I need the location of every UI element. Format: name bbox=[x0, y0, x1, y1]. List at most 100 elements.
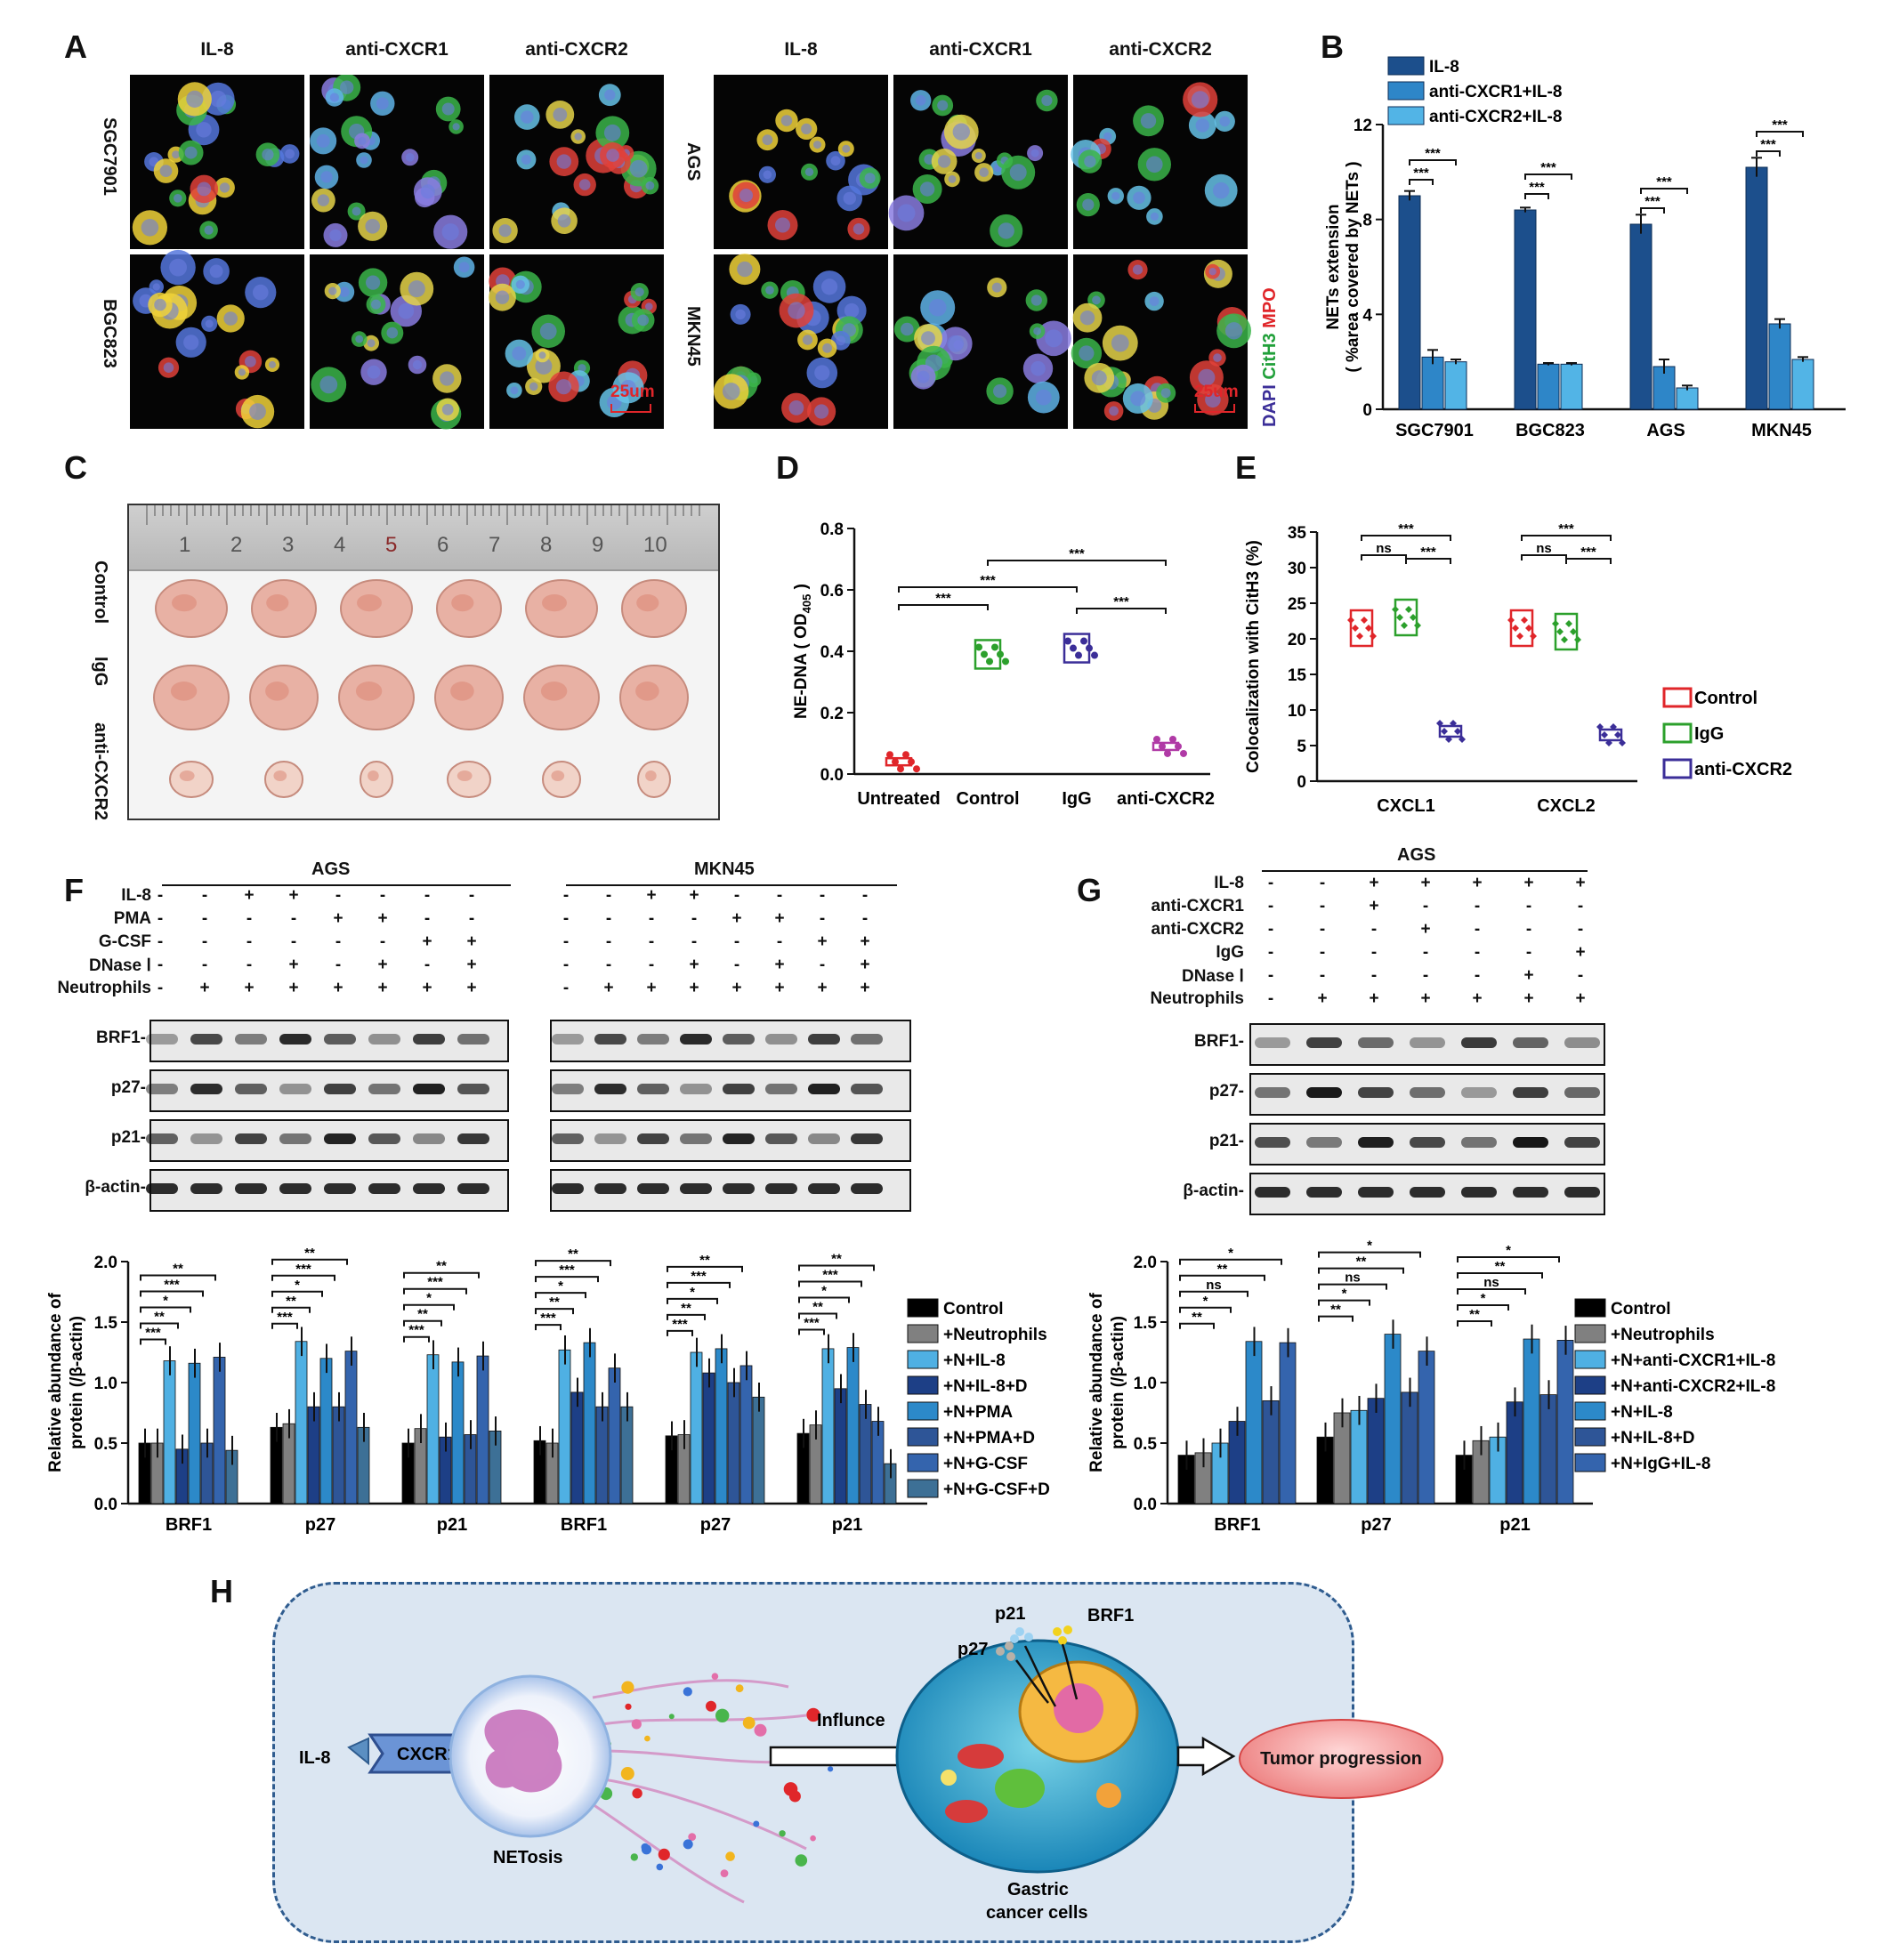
condition-symbol: - bbox=[201, 909, 208, 928]
chart-b-bar bbox=[1768, 323, 1791, 410]
cell-nucleus bbox=[339, 286, 350, 297]
condition-symbol: + bbox=[817, 932, 828, 951]
blot-band bbox=[765, 1034, 797, 1045]
chart-e-point bbox=[1574, 636, 1581, 643]
chart-g-bar bbox=[1401, 1391, 1418, 1504]
cell-nucleus bbox=[183, 335, 199, 351]
condition-symbol: + bbox=[288, 956, 299, 974]
chart-e-legend-swatch bbox=[1662, 722, 1693, 744]
condition-symbol: - bbox=[157, 956, 164, 974]
chart-d: 0.00.20.40.60.8NE-DNA ( OD405 )Untreated… bbox=[792, 520, 1215, 809]
condition-symbol: - bbox=[691, 932, 698, 951]
cell-nucleus bbox=[238, 368, 246, 376]
blot-band bbox=[637, 1034, 669, 1045]
blot-strip bbox=[550, 1119, 911, 1162]
chart-f-sig-label: * bbox=[426, 1291, 432, 1306]
chart-e-point bbox=[1552, 620, 1559, 627]
blot-band bbox=[324, 1034, 356, 1045]
p21-molecules-icon bbox=[1010, 1627, 1033, 1643]
condition-symbol: - bbox=[776, 886, 783, 905]
cell-nucleus bbox=[629, 159, 648, 178]
chart-d-sig-label: *** bbox=[935, 591, 951, 606]
blot-band bbox=[1306, 1087, 1342, 1098]
chart-f-bar bbox=[163, 1360, 176, 1504]
chart-b-bar bbox=[1514, 209, 1537, 410]
condition-symbol: + bbox=[1472, 989, 1483, 1008]
chart-f-legend-swatch bbox=[907, 1401, 939, 1421]
condition-symbol: - bbox=[648, 932, 655, 951]
chart-d-point bbox=[886, 751, 893, 759]
chart-e-sig bbox=[1361, 535, 1451, 541]
chart-g-sig bbox=[1457, 1256, 1560, 1263]
chart-f-bar bbox=[213, 1357, 226, 1504]
condition-symbol: + bbox=[1420, 874, 1431, 892]
condition-symbol: + bbox=[646, 979, 657, 997]
chart-e-point bbox=[1561, 636, 1568, 643]
chart-f-bar bbox=[295, 1341, 308, 1504]
net-granule bbox=[806, 1707, 820, 1722]
condition-symbol: - bbox=[290, 909, 297, 928]
chart-f-bar bbox=[739, 1365, 753, 1504]
cell-nucleus bbox=[398, 302, 415, 319]
cell-nucleus bbox=[386, 327, 399, 339]
cells-label-line2: cancer cells bbox=[986, 1903, 1088, 1923]
blot-band bbox=[723, 1133, 755, 1144]
row-label-control: Control bbox=[91, 561, 110, 625]
condition-symbol: + bbox=[199, 979, 210, 997]
condition-label: Neutrophils bbox=[1150, 989, 1244, 1008]
stain-mpo: MPO bbox=[1260, 287, 1280, 328]
panel-letter-f: F bbox=[64, 872, 84, 908]
blot-band bbox=[1410, 1187, 1445, 1198]
ruler-number: 1 bbox=[179, 533, 190, 557]
condition-symbol: - bbox=[776, 932, 783, 951]
cell-nucleus bbox=[556, 154, 571, 169]
cell-nucleus bbox=[1103, 132, 1112, 141]
net-granule bbox=[621, 1681, 634, 1694]
net-granule bbox=[656, 1863, 664, 1871]
blot-band bbox=[765, 1084, 797, 1094]
condition-symbol: + bbox=[1472, 874, 1483, 892]
cell-nucleus bbox=[269, 360, 276, 368]
chart-f-sig-label: * bbox=[295, 1278, 300, 1293]
condition-symbol: - bbox=[562, 956, 570, 974]
condition-symbol: - bbox=[246, 956, 253, 974]
chart-f-legend-label: +N+IL-8 bbox=[943, 1351, 1006, 1370]
chart-g-y-tick-label: 1.0 bbox=[1134, 1375, 1157, 1393]
chart-g-legend-label: +N+IL-8+D bbox=[1611, 1429, 1695, 1448]
cell-nucleus bbox=[539, 322, 557, 340]
blot-band bbox=[1255, 1187, 1290, 1198]
chart-f-sig bbox=[140, 1274, 216, 1281]
chart-f-legend-label: +N+G-CSF+D bbox=[943, 1480, 1050, 1499]
condition-symbol: + bbox=[1369, 989, 1379, 1008]
chart-g-bar bbox=[1506, 1401, 1523, 1504]
tumor-vessel bbox=[542, 594, 567, 612]
cell-nucleus bbox=[735, 309, 746, 320]
blot-band bbox=[1255, 1087, 1290, 1098]
chart-d-sig-label: *** bbox=[1069, 546, 1085, 561]
chart-f-bar bbox=[188, 1362, 201, 1504]
stain-cith3: CitH3 bbox=[1260, 333, 1280, 380]
condition-symbol: + bbox=[774, 956, 785, 974]
net-granule bbox=[725, 1851, 735, 1861]
chart-b-sig-label: *** bbox=[1413, 165, 1429, 181]
condition-symbol: + bbox=[689, 956, 699, 974]
chart-f-sig bbox=[667, 1313, 706, 1320]
blot-band bbox=[723, 1084, 755, 1094]
micrograph-tile bbox=[489, 254, 664, 429]
condition-symbol: + bbox=[731, 979, 742, 997]
condition-symbol: + bbox=[422, 979, 432, 997]
ruler-number: 5 bbox=[385, 533, 397, 557]
chart-e-point bbox=[1396, 614, 1403, 621]
chart-d-point bbox=[1169, 735, 1176, 743]
chart-f-sig bbox=[403, 1335, 430, 1343]
chart-f-legend-swatch bbox=[907, 1350, 939, 1369]
tumor-vessel bbox=[179, 770, 195, 781]
blot-band bbox=[413, 1183, 445, 1194]
cell-nucleus bbox=[1130, 391, 1146, 407]
chart-b-bar bbox=[1398, 195, 1421, 410]
chart-b-sig bbox=[1756, 150, 1781, 157]
chart-d-point bbox=[1075, 651, 1082, 659]
cell-nucleus bbox=[521, 110, 534, 124]
condition-symbol: + bbox=[466, 979, 477, 997]
net-granule bbox=[706, 1700, 716, 1712]
